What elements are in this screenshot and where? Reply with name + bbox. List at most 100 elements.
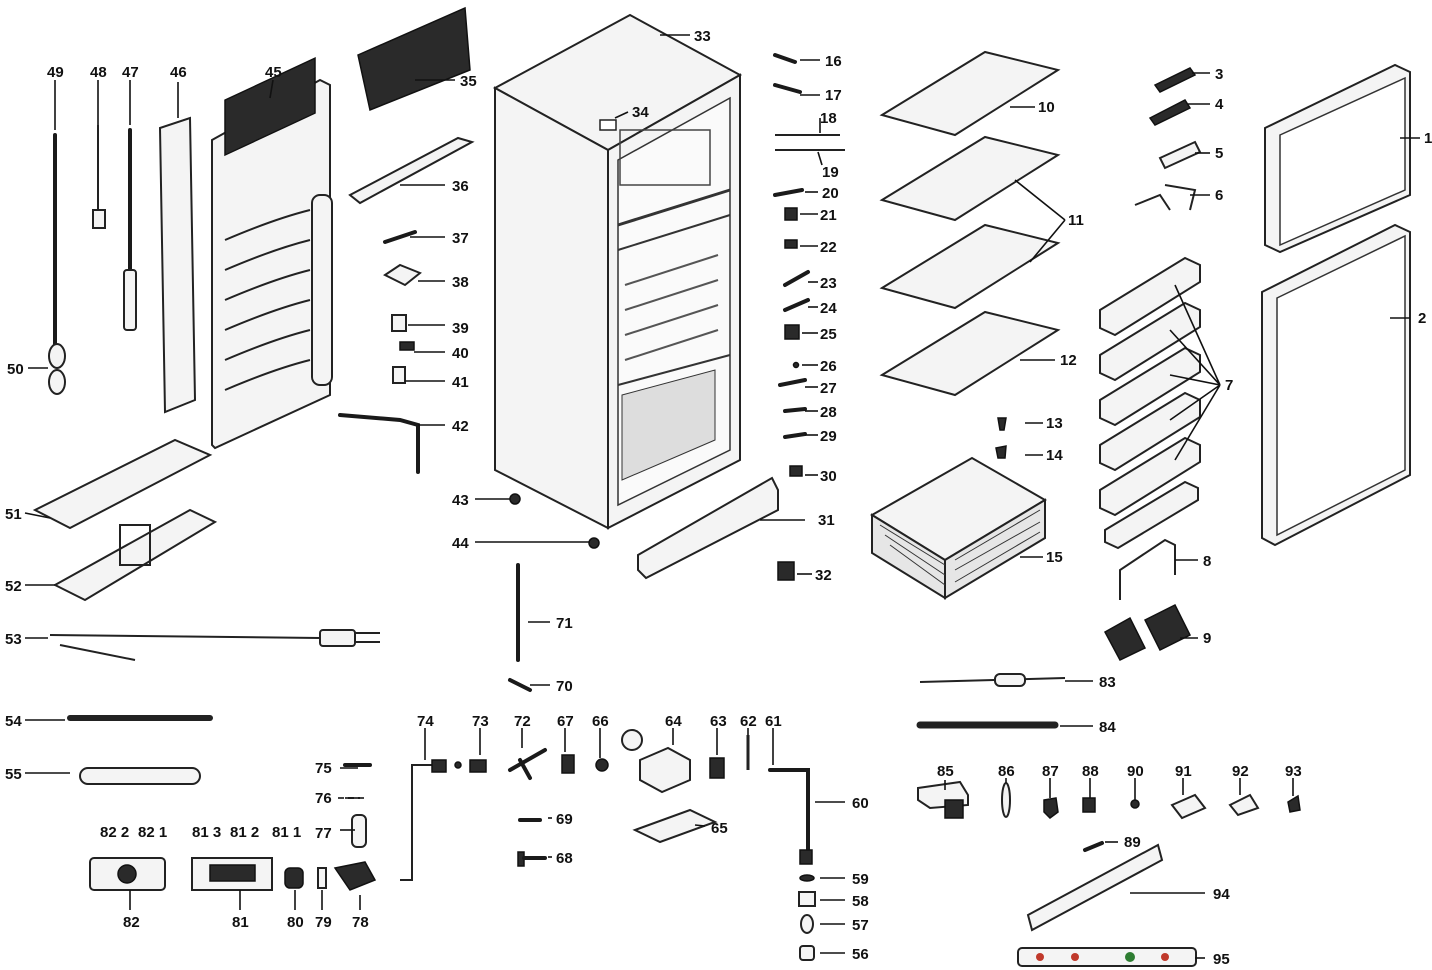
callout-21: 21	[820, 207, 837, 224]
part-illustrations	[24, 6, 1420, 967]
callout-11: 11	[1068, 212, 1084, 229]
cabinet-drawing	[492, 13, 743, 530]
callout-68: 68	[556, 850, 573, 867]
callout-48: 48	[90, 64, 107, 81]
callout-4: 4	[1215, 96, 1224, 113]
callout-49: 49	[47, 64, 64, 81]
callout-85: 85	[937, 763, 954, 780]
callout-20: 20	[822, 185, 839, 202]
callout-51: 51	[5, 506, 22, 523]
callout-89: 89	[1124, 834, 1141, 851]
callout-46: 46	[170, 64, 187, 81]
callout-44: 44	[452, 535, 469, 552]
base-rail-drawings	[32, 438, 218, 602]
callout-25: 25	[820, 326, 837, 343]
callout-17: 17	[825, 87, 842, 104]
callout-24: 24	[820, 300, 837, 317]
door-bin-drawings	[1099, 256, 1201, 550]
callout-73: 73	[472, 713, 489, 730]
cooling-unit-drawing	[211, 57, 333, 450]
callout-7: 7	[1225, 377, 1233, 394]
callout-59: 59	[852, 871, 869, 888]
callout-5: 5	[1215, 145, 1223, 162]
callout-1: 1	[1424, 130, 1432, 147]
callout-10: 10	[1038, 99, 1055, 116]
callout-3: 3	[1215, 66, 1223, 83]
plinth-drawing	[509, 476, 795, 581]
callout-14: 14	[1046, 447, 1063, 464]
callout-79: 79	[315, 914, 332, 931]
callout-80: 80	[287, 914, 304, 931]
callout-65: 65	[711, 820, 728, 837]
callout-22: 22	[820, 239, 837, 256]
callout-27: 27	[820, 380, 837, 397]
panel-94-95-drawing	[1017, 841, 1197, 967]
callout-88: 88	[1082, 763, 1099, 780]
callout-56: 56	[852, 946, 869, 963]
callout-70: 70	[556, 678, 573, 695]
top-components-drawing	[348, 6, 475, 205]
rod-drawings	[48, 125, 137, 395]
parts-85-93-drawing	[917, 780, 1301, 820]
callout-45: 45	[265, 64, 282, 81]
callout-82: 82	[123, 914, 140, 931]
callout-93: 93	[1285, 763, 1302, 780]
callout-78: 78	[352, 914, 369, 931]
callout-64: 64	[665, 713, 682, 730]
power-cord-drawing	[49, 629, 380, 661]
callout-81-1: 81 1	[272, 824, 301, 841]
callout-23: 23	[820, 275, 837, 292]
callout-43: 43	[452, 492, 469, 509]
callout-82-1: 82 1	[138, 824, 167, 841]
callout-86: 86	[998, 763, 1015, 780]
callout-52: 52	[5, 578, 22, 595]
callout-12: 12	[1060, 352, 1077, 369]
callout-83: 83	[1099, 674, 1116, 691]
callout-37: 37	[452, 230, 469, 247]
callout-87: 87	[1042, 763, 1059, 780]
callout-69: 69	[556, 811, 573, 828]
tube-drawings	[67, 715, 213, 785]
callout-40: 40	[452, 345, 469, 362]
callout-95: 95	[1213, 951, 1230, 968]
callout-90: 90	[1127, 763, 1144, 780]
callout-81-2: 81 2	[230, 824, 259, 841]
callout-75: 75	[315, 760, 332, 777]
callout-54: 54	[5, 713, 22, 730]
callout-2: 2	[1418, 310, 1426, 327]
callout-47: 47	[122, 64, 139, 81]
callout-84: 84	[1099, 719, 1116, 736]
leader-lines	[24, 34, 1420, 959]
basket-drawing	[870, 456, 1047, 600]
callout-62: 62	[740, 713, 757, 730]
callout-74: 74	[417, 713, 434, 730]
callout-30: 30	[820, 468, 837, 485]
callout-6: 6	[1215, 187, 1223, 204]
callout-16: 16	[825, 53, 842, 70]
callout-63: 63	[710, 713, 727, 730]
glass-shelf-drawings	[879, 50, 1061, 397]
bracket-drawings	[995, 67, 1202, 661]
callout-92: 92	[1232, 763, 1249, 780]
callout-61: 61	[765, 713, 782, 730]
callout-33: 33	[694, 28, 711, 45]
callout-94: 94	[1213, 886, 1230, 903]
compressor-group-drawing	[284, 729, 816, 961]
callout-76: 76	[315, 790, 332, 807]
callout-82-2: 82 2	[100, 824, 129, 841]
callout-26: 26	[820, 358, 837, 375]
callout-58: 58	[852, 893, 869, 910]
hardware-parts-drawing	[773, 53, 845, 477]
callout-67: 67	[557, 713, 574, 730]
callout-29: 29	[820, 428, 837, 445]
callout-28: 28	[820, 404, 837, 421]
callout-53: 53	[5, 631, 22, 648]
tube-71-drawing	[508, 563, 532, 692]
callout-8: 8	[1203, 553, 1211, 570]
callout-32: 32	[815, 567, 832, 584]
callout-77: 77	[315, 825, 332, 842]
callout-42: 42	[452, 418, 469, 435]
callout-34: 34	[632, 104, 649, 121]
callout-57: 57	[852, 917, 869, 934]
